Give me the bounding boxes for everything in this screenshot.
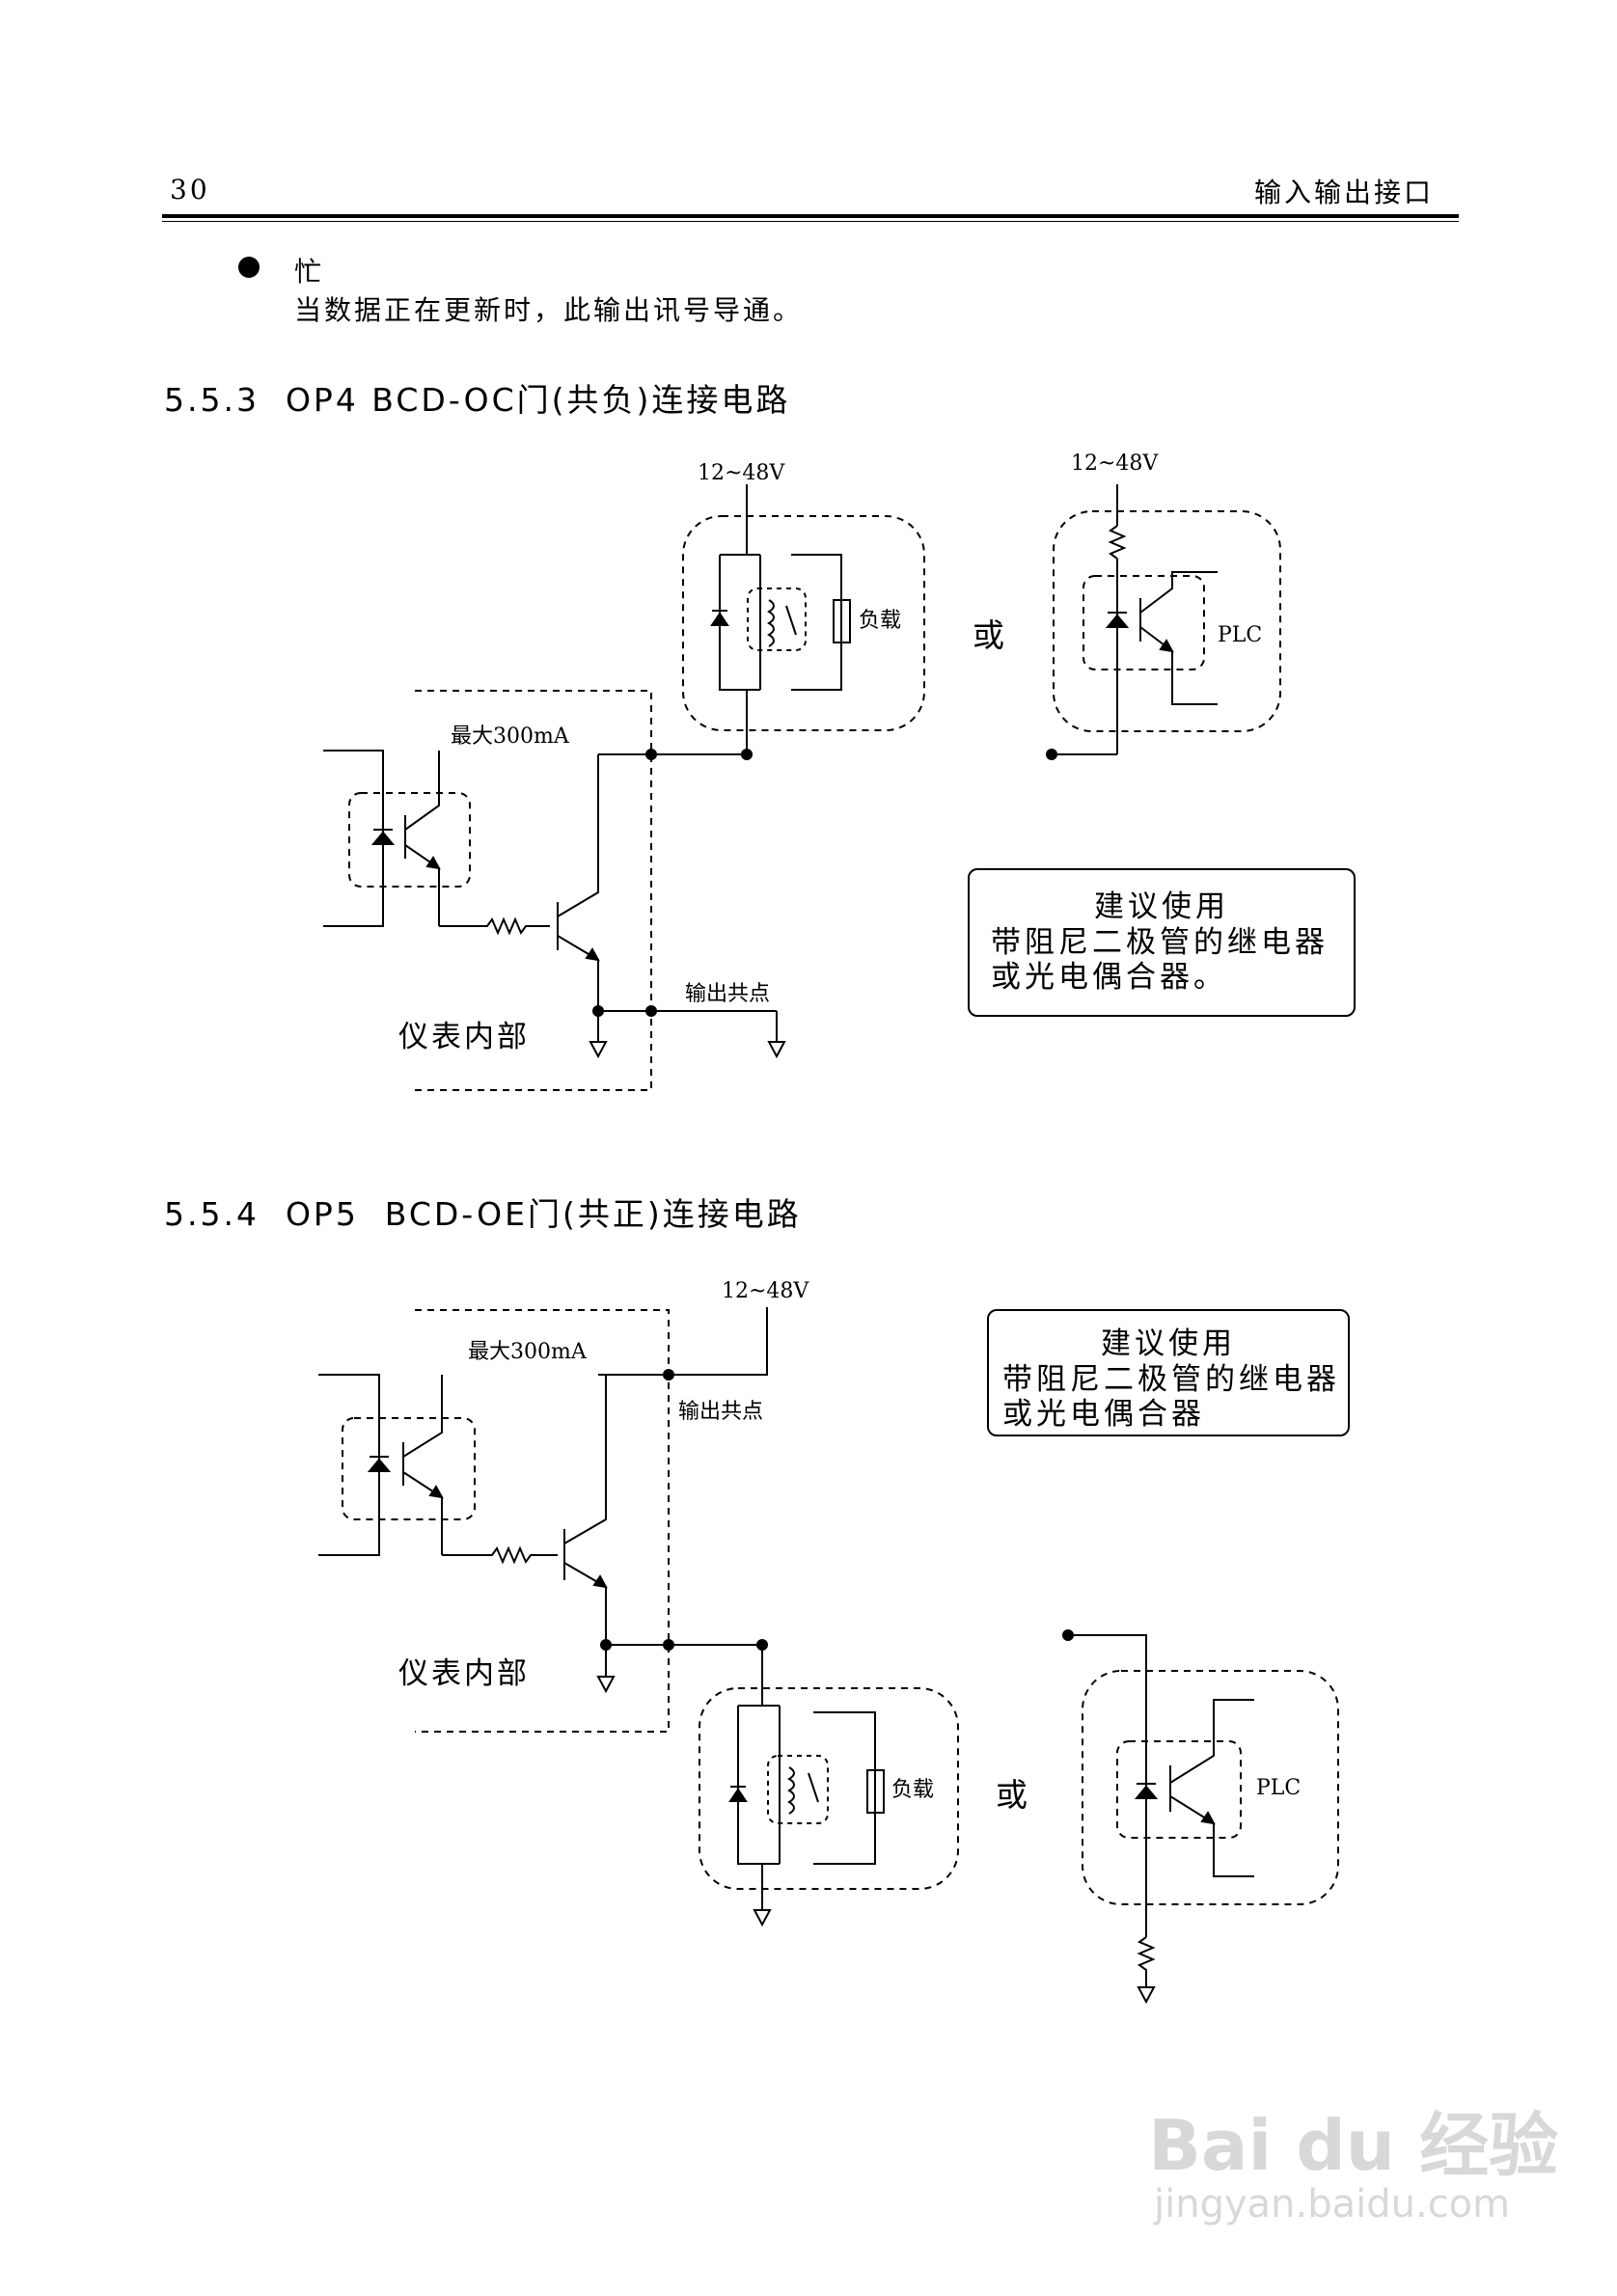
- supply-label-2: 12~48V: [722, 1279, 809, 1303]
- recommend-line2-2: 或光电偶合器: [1002, 1397, 1205, 1432]
- common-label-1: 输出共点: [685, 982, 770, 1006]
- internal-label-1: 仪表内部: [398, 1020, 530, 1054]
- plc-label-2: PLC: [1256, 1776, 1301, 1800]
- header-rule-thin: [162, 221, 1459, 222]
- internal-label-2: 仪表内部: [398, 1656, 530, 1691]
- diagram-op5-oe: [318, 1307, 1339, 2005]
- junction-dot: [645, 1005, 657, 1017]
- diagram-op4-oc: [323, 484, 1281, 1091]
- junction-dot: [741, 749, 753, 760]
- bullet-dot: [238, 257, 260, 278]
- recommend-line1-2: 带阻尼二极管的继电器: [1002, 1362, 1340, 1397]
- or-label-1: 或: [973, 616, 1004, 654]
- recommend-title-2: 建议使用: [1101, 1326, 1236, 1361]
- or-label-2: 或: [996, 1776, 1028, 1814]
- junction-dot: [663, 1639, 674, 1651]
- common-label-2: 输出共点: [678, 1400, 763, 1424]
- page-number: 30: [170, 174, 210, 205]
- junction-dot: [663, 1369, 674, 1380]
- junction-dot: [1046, 749, 1057, 760]
- load-label-2: 负载: [891, 1778, 934, 1802]
- recommend-line1-1: 带阻尼二极管的继电器: [991, 925, 1329, 960]
- header-rule-thick: [162, 214, 1459, 218]
- watermark-brand: Bai du 经验: [1148, 2105, 1559, 2186]
- recommend-box-1: 建议使用 带阻尼二极管的继电器 或光电偶合器。: [968, 868, 1356, 1017]
- junction-dot: [645, 749, 657, 760]
- watermark-url: jingyan.baidu.com: [1154, 2182, 1511, 2227]
- junction-dot: [756, 1639, 768, 1651]
- supply-label-1: 12~48V: [698, 461, 785, 485]
- supply-label-plc-1: 12~48V: [1071, 451, 1159, 476]
- bullet-text: 当数据正在更新时，此输出讯号导通。: [294, 294, 804, 326]
- chapter-title: 输入输出接口: [1254, 177, 1435, 208]
- junction-dot: [592, 1005, 604, 1017]
- max-current-label-2: 最大300mA: [468, 1340, 588, 1364]
- section-title-554: 5.5.4 OP5 BCD-OE门(共正)连接电路: [164, 1195, 802, 1233]
- bullet-title: 忙: [294, 256, 325, 287]
- junction-dot: [600, 1639, 612, 1651]
- section-title-553: 5.5.3 OP4 BCD-OC门(共负)连接电路: [164, 381, 791, 419]
- load-label-1: 负载: [859, 609, 901, 633]
- recommend-box-2: 建议使用 带阻尼二极管的继电器 或光电偶合器: [987, 1309, 1350, 1436]
- recommend-title-1: 建议使用: [1094, 889, 1229, 924]
- plc-label-1: PLC: [1218, 623, 1262, 647]
- junction-dot: [1062, 1629, 1074, 1641]
- max-current-label-1: 最大300mA: [451, 724, 570, 749]
- recommend-line2-1: 或光电偶合器。: [991, 960, 1227, 995]
